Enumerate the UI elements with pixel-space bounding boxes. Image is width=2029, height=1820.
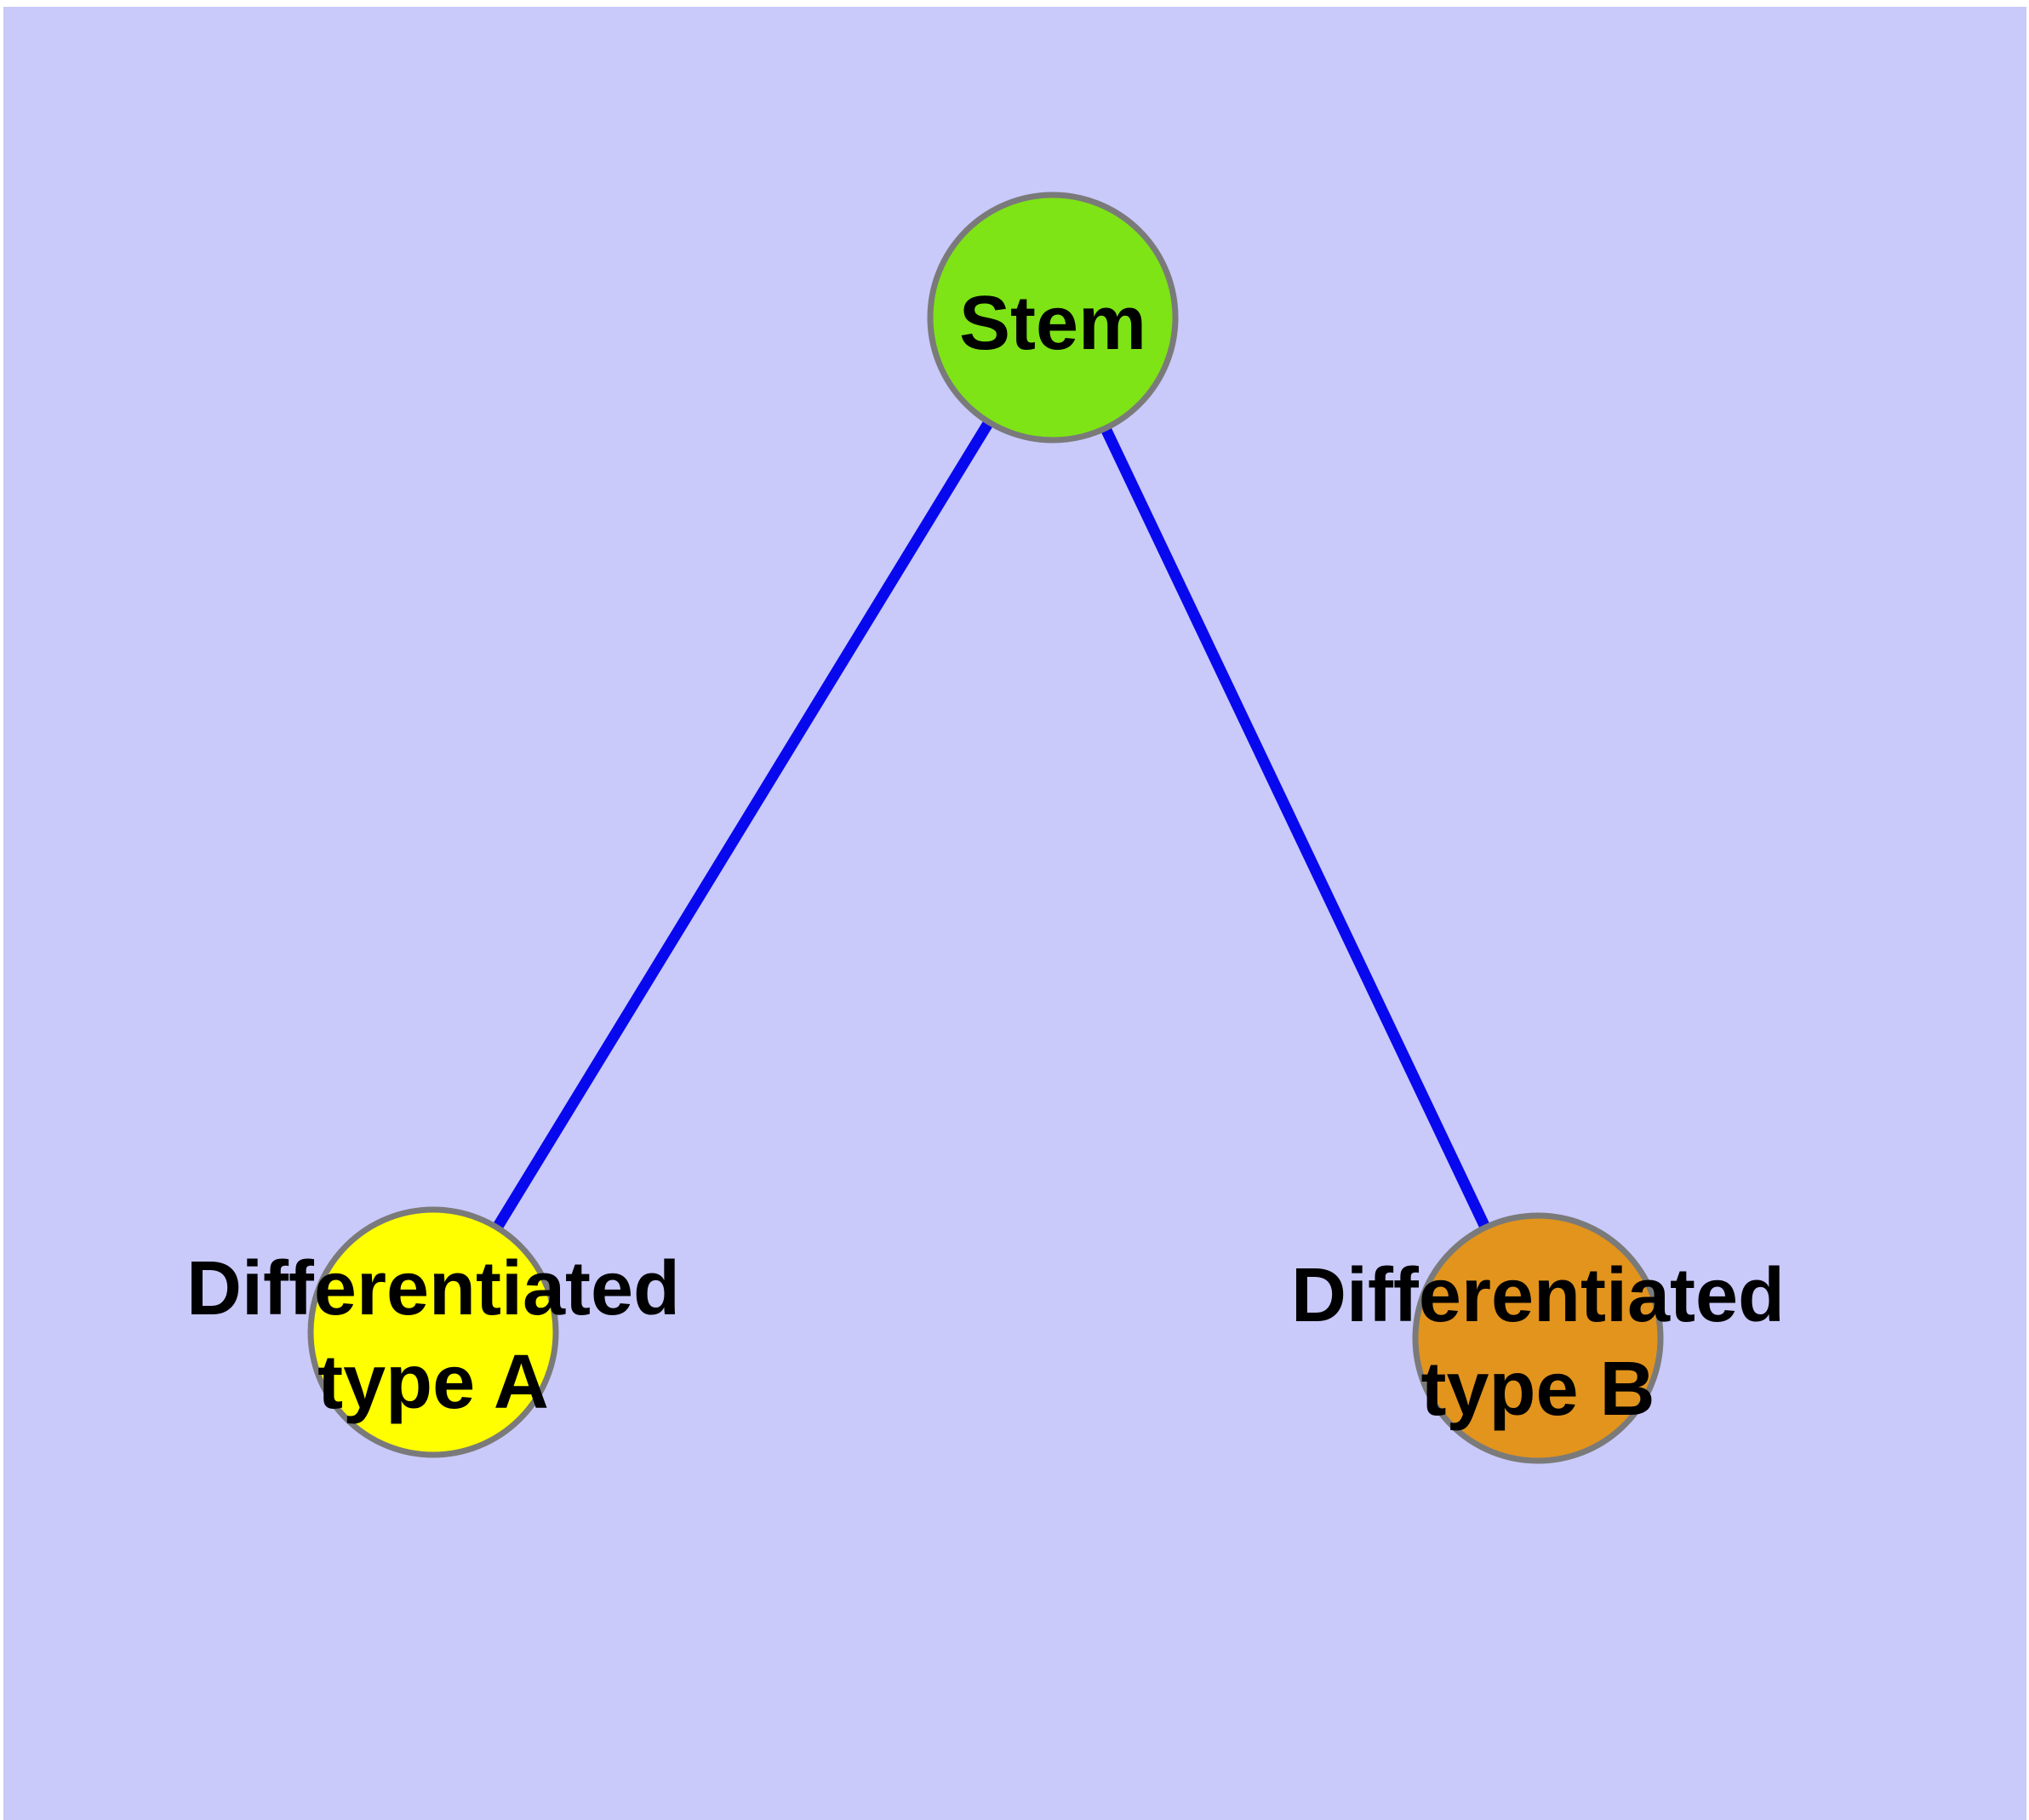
edge-layer (428, 314, 1543, 1341)
edge-stem-to-type-a (428, 314, 1058, 1336)
node-stem (927, 192, 1179, 444)
edge-stem-to-type-b (1048, 315, 1543, 1341)
node-type-b-label-line1: Differentiated (1291, 1253, 1785, 1338)
label-layer: Stem Differentiated type A Differentiate… (186, 281, 1785, 1432)
node-differentiated-type-b (1412, 1212, 1664, 1464)
node-type-a-label-line2: type A (317, 1340, 549, 1425)
node-type-a-label-line1: Differentiated (186, 1246, 680, 1331)
node-layer (307, 192, 1664, 1464)
node-differentiated-type-a (307, 1206, 559, 1458)
node-type-b-label-line2: type B (1420, 1347, 1655, 1432)
node-stem-label: Stem (959, 281, 1146, 366)
